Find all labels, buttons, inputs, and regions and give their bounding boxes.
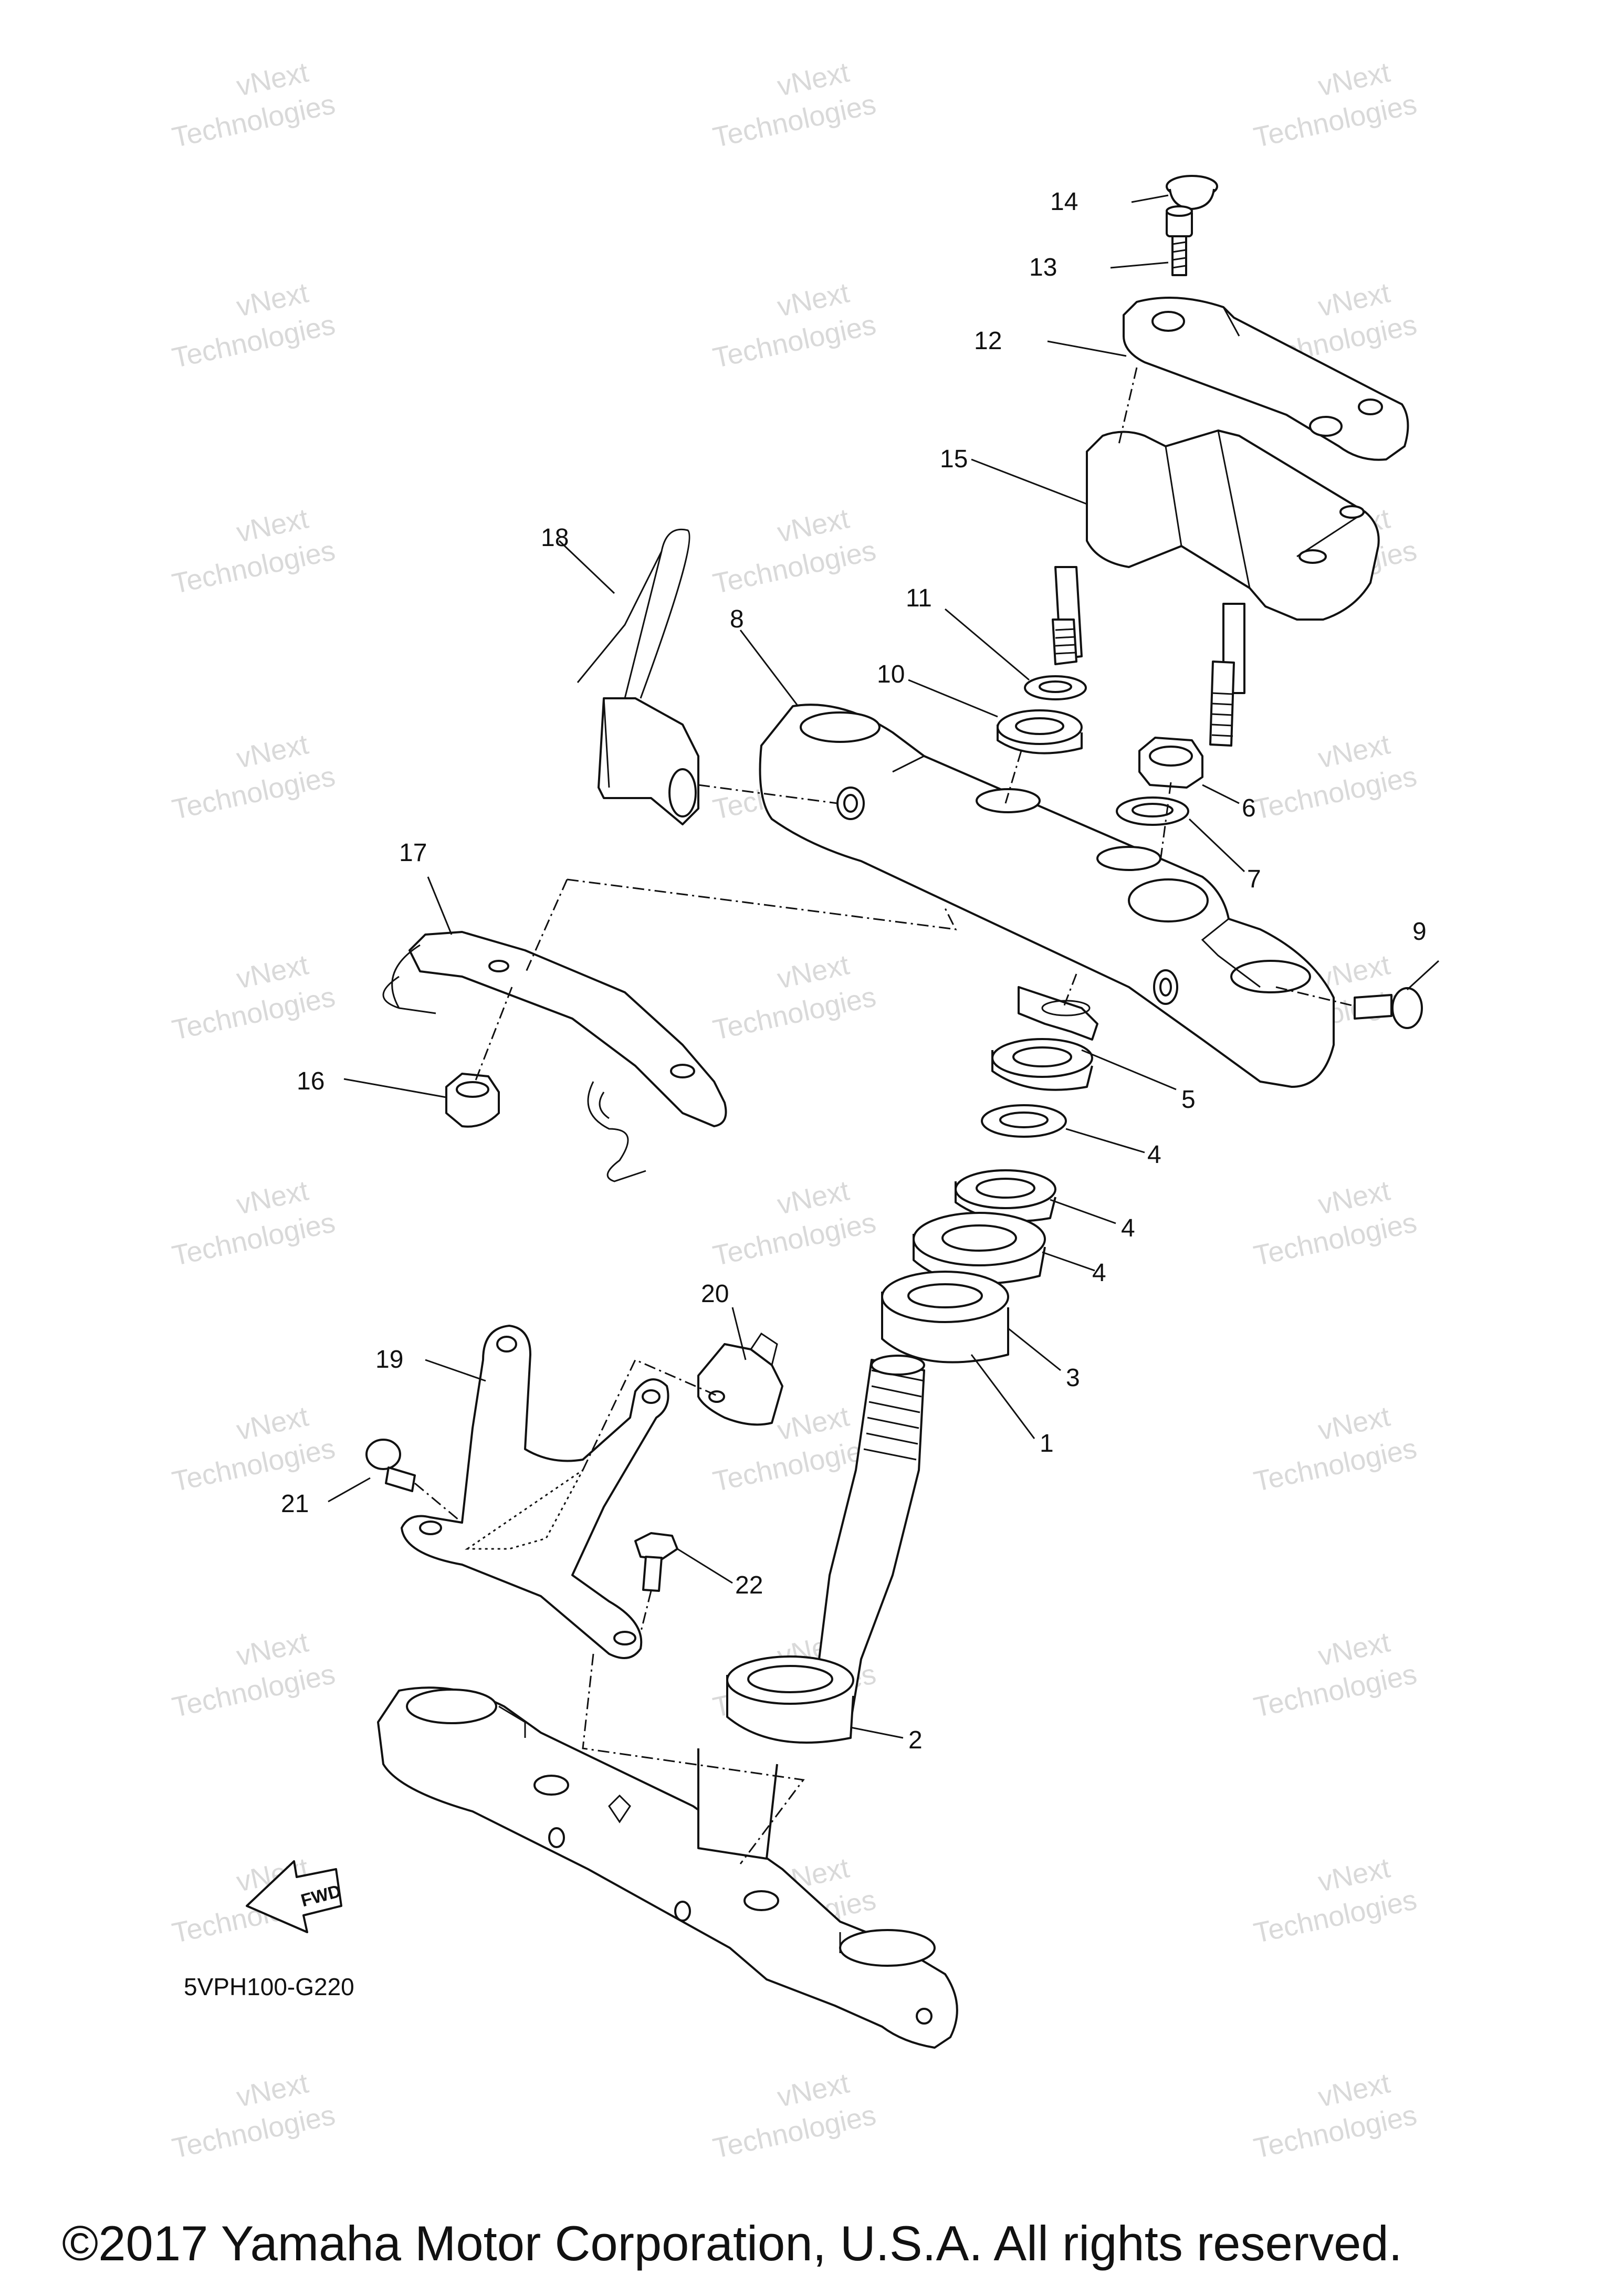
- callout-5: 4: [1121, 1214, 1135, 1242]
- callout-21: 20: [701, 1280, 729, 1308]
- part-6-lock-washer: [1018, 986, 1098, 1041]
- callout-2: 2: [908, 1726, 923, 1754]
- part-18-bracket: [382, 931, 727, 1182]
- assembly-line-20-21: [582, 1359, 720, 1471]
- part-4-ring-nut-upper: [991, 1038, 1093, 1091]
- part-5-washer: [981, 1104, 1067, 1138]
- callout-4b: 4: [1092, 1259, 1106, 1287]
- part-13-upper-holder: [1123, 297, 1409, 461]
- callout-15: 14: [1050, 188, 1078, 216]
- callout-3: 3: [1066, 1364, 1080, 1392]
- part-7-nut: [1138, 737, 1203, 789]
- callout-11: 10: [877, 661, 905, 688]
- part-16-lower-holder: [1052, 429, 1380, 747]
- part-14-bolt: [1166, 205, 1193, 276]
- part-20-bracket: [401, 1325, 669, 1659]
- callout-23: 22: [735, 1571, 763, 1599]
- assembly-line-11-9: [1004, 750, 1022, 804]
- callout-16: 15: [940, 445, 968, 473]
- callout-1: 1: [1040, 1430, 1054, 1458]
- fwd-arrow-icon: FWD: [246, 1860, 343, 1933]
- part-23-bolt: [634, 1532, 678, 1592]
- assembly-line-20-lower: [582, 1653, 805, 1864]
- callout-14: 13: [1029, 254, 1057, 281]
- assembly-line-23: [640, 1590, 652, 1633]
- copyright: ©2017 Yamaha Motor Corporation, U.S.A. A…: [62, 2216, 1402, 2271]
- part-9-upper-bracket: [759, 704, 1335, 1088]
- callout-17: 16: [297, 1067, 324, 1095]
- part-19-cable-guide: [577, 528, 699, 825]
- callout-9: 8: [730, 605, 744, 633]
- part-12-washer: [1024, 675, 1087, 700]
- part-lower-bracket: [377, 1686, 958, 2049]
- assembly-line-17-18: [474, 987, 513, 1082]
- assembly-line-18-9: [524, 878, 957, 974]
- callout-18: 17: [399, 839, 427, 867]
- leader-lines: [328, 194, 1440, 1739]
- callout-12: 11: [906, 584, 932, 612]
- part-11-collar: [997, 709, 1083, 754]
- callout-8: 7: [1247, 865, 1261, 893]
- part-15-cap: [1166, 175, 1218, 210]
- callout-22: 21: [281, 1490, 309, 1518]
- callout-4a: 4: [1147, 1141, 1161, 1169]
- callout-13: 12: [974, 327, 1002, 355]
- assembly-line-10-9: [1275, 986, 1353, 1007]
- callout-19: 18: [541, 524, 569, 552]
- callouts: 14 13 12 15 18 11 10 8 6 7 9 17 16 5 4 4…: [281, 188, 1427, 1754]
- assembly-line-22-20: [414, 1482, 463, 1524]
- part-22-bolt: [365, 1439, 416, 1492]
- part-2-lower-bearing: [726, 1655, 854, 1744]
- assembly-line-13-16: [1117, 367, 1138, 447]
- part-21-clip: [697, 1332, 783, 1426]
- part-10-bolt: [1354, 987, 1423, 1029]
- part-8-washer: [1116, 796, 1189, 826]
- part-1-bearing: [881, 1271, 1009, 1364]
- callout-20: 19: [375, 1346, 403, 1374]
- callout-6: 5: [1181, 1086, 1196, 1114]
- assembly-line-9-6: [1062, 973, 1077, 1009]
- diagram-code: 5VPH100-G220: [184, 1973, 354, 2000]
- part-17-nut: [445, 1073, 500, 1128]
- part-4-ring-nut-lower: [955, 1169, 1056, 1222]
- assembly-line-19-9: [698, 784, 838, 804]
- callout-7: 6: [1242, 794, 1256, 822]
- assembly-line-7-9: [1159, 782, 1172, 862]
- callout-10: 9: [1412, 918, 1427, 946]
